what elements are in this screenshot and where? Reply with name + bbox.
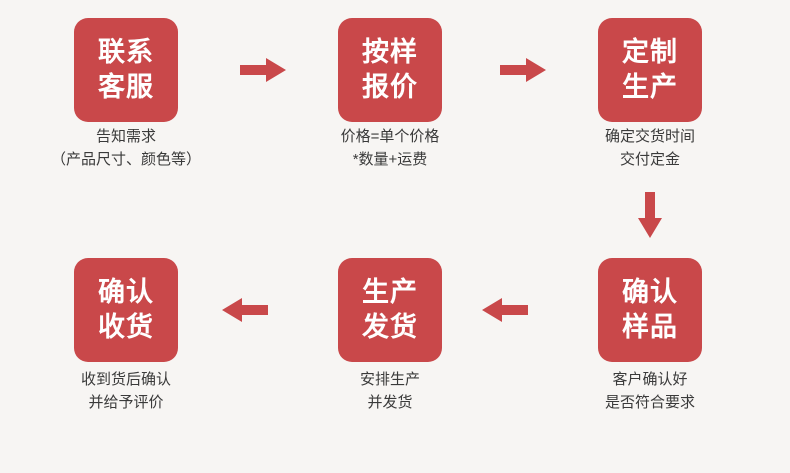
flow-node-title-line: 按样 [362, 37, 418, 68]
flow-caption-line: 是否符合要求 [604, 394, 695, 412]
flow-node-title-line: 报价 [362, 72, 418, 102]
flow-caption-line: 告知需求 [95, 128, 156, 145]
flow-node-step-1: 联系 客服 [74, 18, 178, 122]
flow-caption-line: 并给予评价 [88, 394, 164, 412]
flow-caption-line: 价格=单个价格 [340, 128, 440, 145]
flow-node-title-line: 生产 [622, 72, 678, 102]
flow-caption-step-6: 收到货后确认 并给予评价 [16, 368, 236, 415]
flow-node-title-line: 客服 [98, 72, 154, 102]
flow-node-step-5: 生产 发货 [338, 258, 442, 362]
flow-node-step-4: 确认 样品 [598, 258, 702, 362]
flow-node-title-line: 生产 [362, 277, 418, 308]
arrow-right-icon [500, 57, 546, 83]
arrow-down-icon [637, 192, 663, 238]
flow-caption-line: 并发货 [367, 394, 413, 412]
flow-node-title-line: 收货 [98, 312, 154, 342]
flow-caption-step-4: 客户确认好 是否符合要求 [540, 368, 760, 415]
flow-caption-step-2: 价格=单个价格 *数量+运费 [280, 125, 500, 172]
flow-caption-line: 交付定金 [619, 151, 680, 169]
flow-node-title-line: 样品 [622, 312, 678, 342]
flow-node-title-line: 定制 [622, 37, 678, 68]
flow-caption-step-3: 确定交货时间 交付定金 [540, 125, 760, 172]
flow-caption-line: 收到货后确认 [80, 371, 171, 388]
flow-caption-line: 客户确认好 [612, 371, 688, 388]
flow-caption-line: 确定交货时间 [604, 128, 695, 145]
arrow-left-icon [482, 297, 528, 323]
flow-caption-step-5: 安排生产 并发货 [280, 368, 500, 415]
arrow-left-icon [222, 297, 268, 323]
flow-node-title-line: 联系 [98, 37, 154, 68]
flow-node-title-line: 确认 [622, 277, 678, 308]
flow-caption-step-1: 告知需求 （产品尺寸、颜色等） [16, 125, 236, 172]
flow-caption-line: （产品尺寸、颜色等） [50, 151, 201, 169]
flow-caption-line: *数量+运费 [352, 151, 428, 169]
flow-node-step-2: 按样 报价 [338, 18, 442, 122]
flow-node-title-line: 确认 [98, 277, 154, 308]
flow-node-step-6: 确认 收货 [74, 258, 178, 362]
flow-node-title-line: 发货 [362, 312, 418, 342]
flow-caption-line: 安排生产 [359, 371, 420, 388]
arrow-right-icon [240, 57, 286, 83]
flow-node-step-3: 定制 生产 [598, 18, 702, 122]
